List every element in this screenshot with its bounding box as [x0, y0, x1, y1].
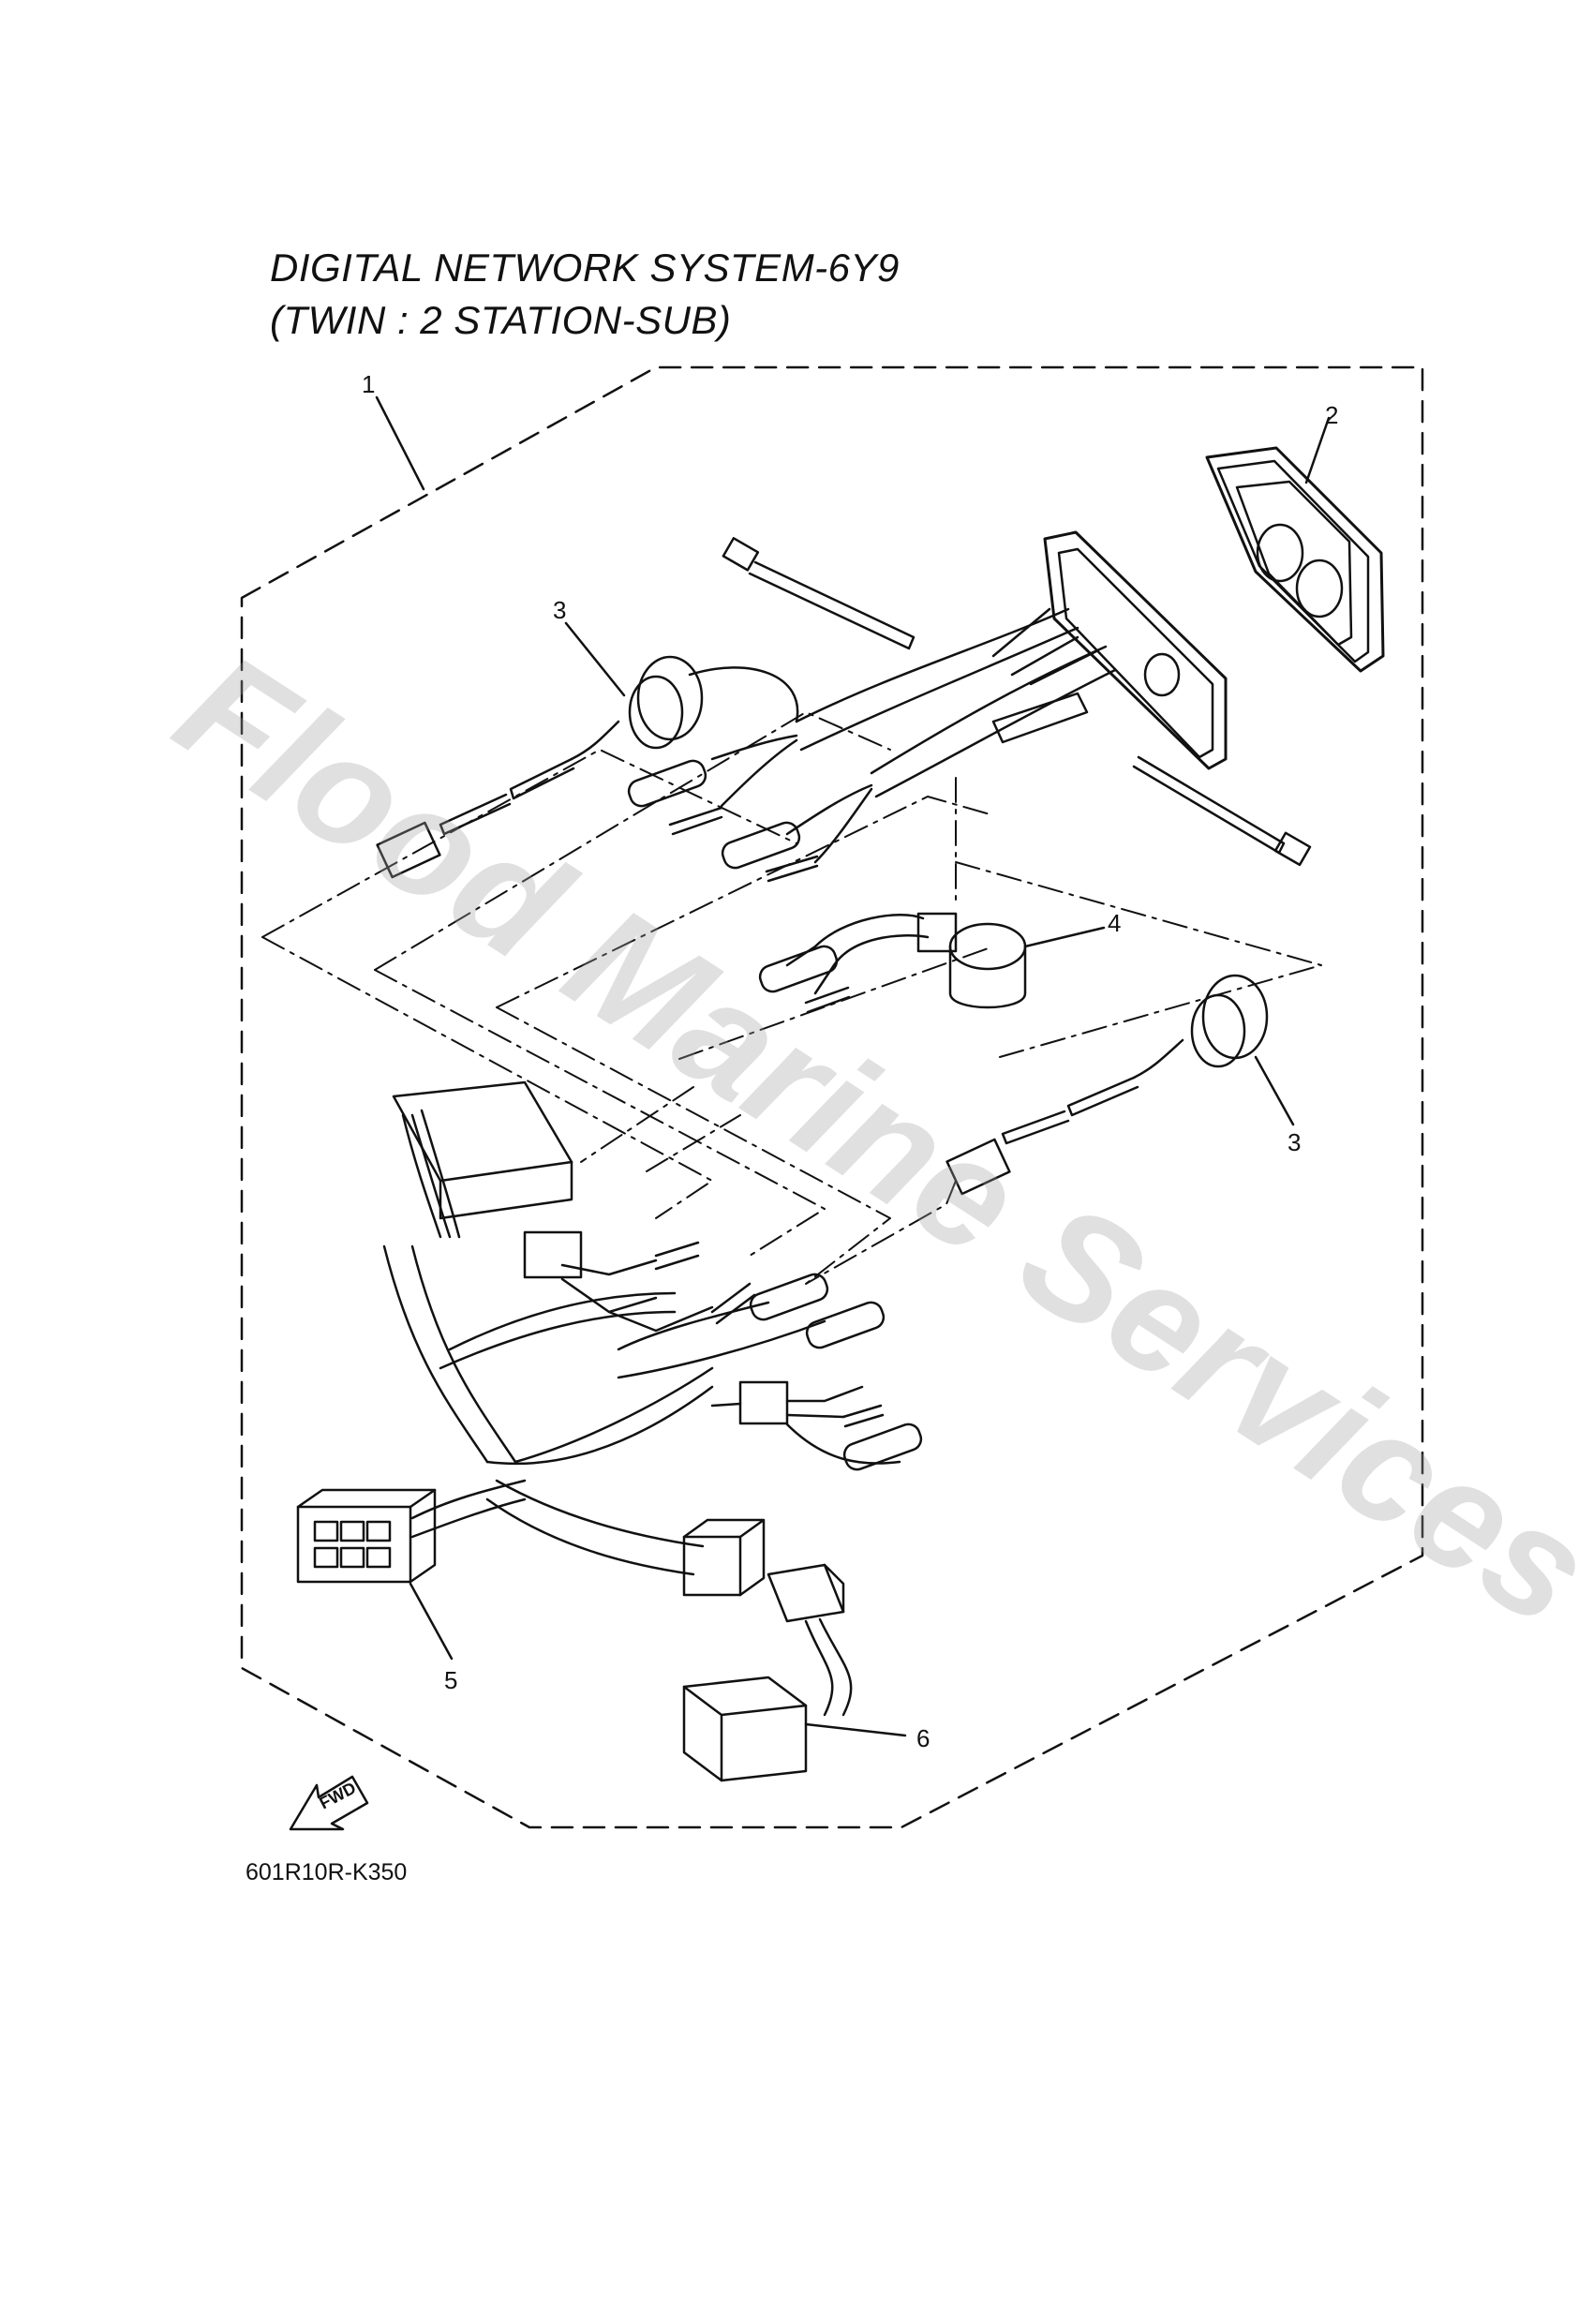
- cable-tie-upper: [722, 537, 916, 650]
- part-2-grommet: [1205, 416, 1385, 673]
- part-6-module: [682, 1563, 907, 1782]
- part-3-socket-lower: [945, 974, 1295, 1196]
- callout-3-lower: 3: [1288, 1128, 1302, 1156]
- part-5-main-harness: [296, 1080, 923, 1661]
- callout-4: 4: [1108, 909, 1122, 937]
- part-3-socket-upper: [376, 621, 799, 879]
- callout-2: 2: [1325, 401, 1339, 429]
- callout-5: 5: [444, 1666, 458, 1694]
- assembly-boundary: [240, 365, 1424, 1829]
- reference-lines: [261, 711, 1322, 1285]
- fwd-arrow-icon: [289, 1775, 369, 1831]
- callout-6: 6: [916, 1724, 930, 1752]
- callout-3-upper: 3: [553, 596, 567, 624]
- callout-1: 1: [362, 370, 376, 398]
- connector-6pin: [296, 1505, 412, 1584]
- drawing-code: 601R10R-K350: [246, 1859, 408, 1885]
- leader-1: [375, 395, 425, 491]
- harness-plate: [1043, 530, 1228, 770]
- diagram-title-line2: (TWIN : 2 STATION-SUB): [270, 298, 732, 342]
- cable-tie-lower: [1132, 755, 1312, 867]
- diagram-title-line1: DIGITAL NETWORK SYSTEM-6Y9: [270, 246, 900, 290]
- part-4-terminator: [758, 912, 1106, 1014]
- upper-harness: [627, 607, 1117, 883]
